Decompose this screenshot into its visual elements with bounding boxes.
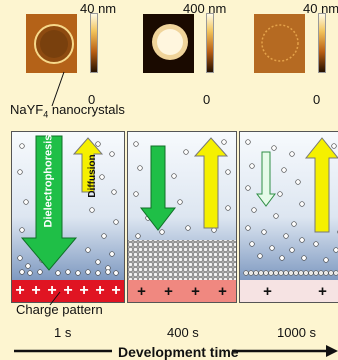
axis-label: Development time bbox=[118, 345, 239, 359]
charge-pattern-label: Charge pattern bbox=[16, 303, 103, 316]
time-label-2: 400 s bbox=[167, 326, 199, 339]
time-label-1: 1 s bbox=[54, 326, 71, 339]
time-label-3: 1000 s bbox=[277, 326, 316, 339]
